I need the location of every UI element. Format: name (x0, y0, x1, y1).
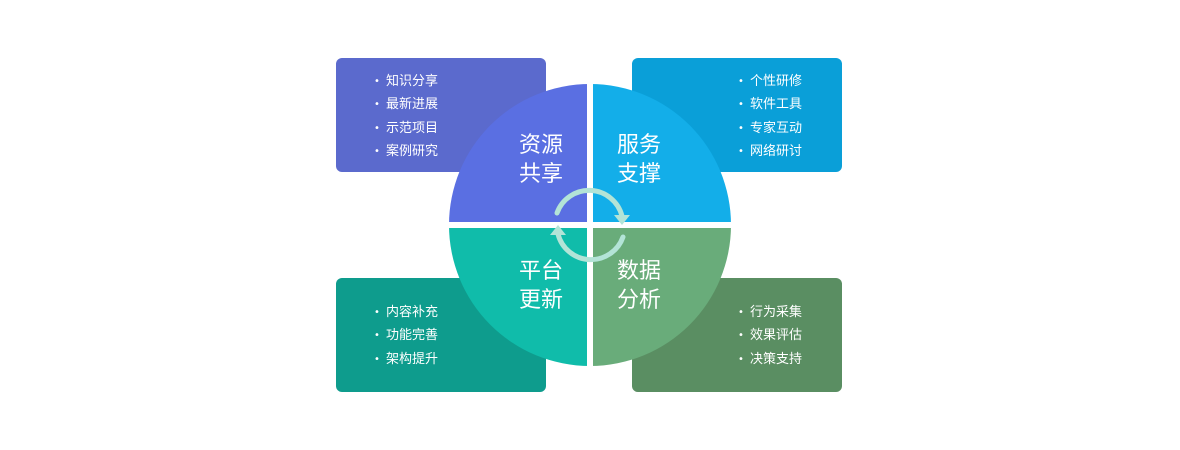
quadrant-bottom-left (449, 225, 590, 366)
quadrant-bottom-right (590, 225, 731, 366)
list-item: 案例研究 (374, 140, 438, 164)
quadrant-title-line: 支撑 (616, 162, 661, 187)
quadrant-label-platform-update: 平台 更新 (501, 257, 581, 315)
quadrant-title-line: 更新 (518, 288, 563, 313)
cycle-arc-upper (554, 187, 625, 219)
list-item: 最新进展 (374, 93, 438, 117)
list-item: 行为采集 (738, 301, 802, 325)
quadrant-top-left (449, 84, 590, 225)
quadrant-top-right (590, 84, 731, 225)
list-item: 网络研讨 (738, 140, 802, 164)
quadrant-label-service-support: 服务 支撑 (599, 131, 679, 189)
list-data-analysis: 行为采集 效果评估 决策支持 (738, 301, 802, 371)
list-item: 专家互动 (738, 117, 802, 141)
list-item: 知识分享 (374, 70, 438, 94)
cycle-arrowhead-right (614, 215, 630, 225)
list-item: 决策支持 (738, 348, 802, 372)
list-item: 功能完善 (374, 324, 438, 348)
quadrant-title-line: 平台 (518, 259, 563, 284)
quadrant-title-line: 数据 (616, 259, 661, 284)
quadrant-title-line: 服务 (616, 133, 661, 158)
quadrant-title-line: 共享 (518, 162, 563, 187)
list-item: 个性研修 (738, 70, 802, 94)
list-item: 示范项目 (374, 117, 438, 141)
list-item: 内容补充 (374, 301, 438, 325)
list-platform-update: 内容补充 功能完善 架构提升 (374, 301, 438, 371)
list-service-support: 个性研修 软件工具 专家互动 网络研讨 (738, 70, 802, 163)
list-resource-sharing: 知识分享 最新进展 示范项目 案例研究 (374, 70, 438, 163)
list-item: 架构提升 (374, 348, 438, 372)
quadrant-label-data-analysis: 数据 分析 (599, 257, 679, 315)
cycle-arc-lower (555, 231, 626, 263)
cycle-arrowhead-left (550, 225, 566, 235)
quadrant-title-line: 资源 (518, 133, 563, 158)
list-item: 软件工具 (738, 93, 802, 117)
quadrant-label-resource-sharing: 资源 共享 (501, 131, 581, 189)
cycle-arrows-icon (550, 187, 630, 263)
quadrant-title-line: 分析 (616, 288, 661, 313)
list-item: 效果评估 (738, 324, 802, 348)
